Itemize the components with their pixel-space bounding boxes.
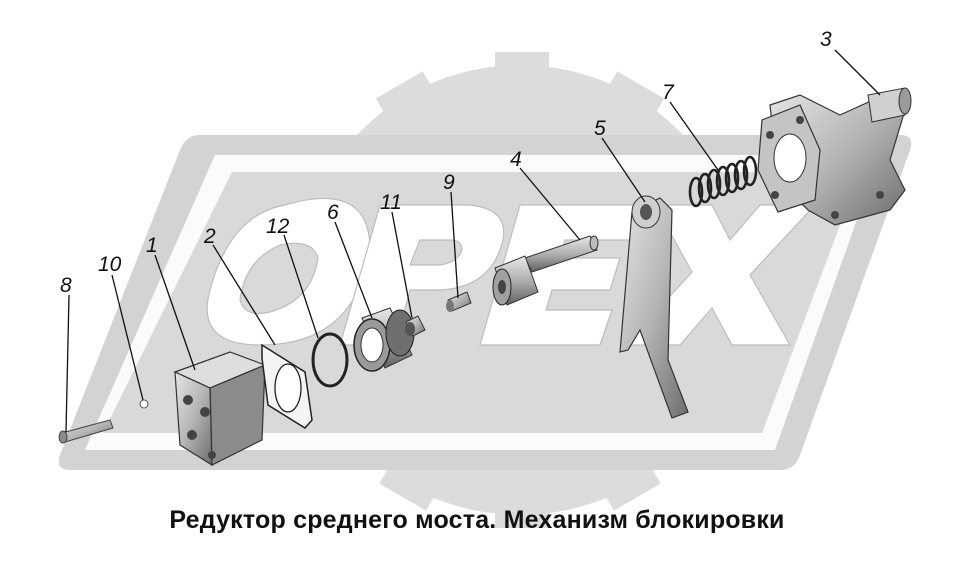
callout-1: 1: [146, 234, 158, 257]
callout-labels: 1 2 3 4 5 6 7 8 9 10 11 12: [60, 28, 832, 297]
callout-4: 4: [510, 148, 522, 171]
part-8-pin: [58, 419, 114, 444]
callout-2: 2: [203, 225, 216, 248]
part-12-o-ring: [311, 332, 349, 388]
callout-11: 11: [380, 191, 402, 214]
diagram-caption: Редуктор среднего моста. Механизм блокир…: [169, 506, 785, 534]
watermark-letters: [206, 197, 817, 346]
part-3-housing: [757, 87, 912, 226]
callout-7: 7: [662, 81, 675, 104]
part-4-rod: [492, 235, 599, 306]
leader-lines: [65, 49, 881, 433]
part-9-small-pin: [446, 291, 472, 312]
part-11-bushing: [405, 315, 426, 337]
part-1-cover: [173, 351, 267, 467]
callout-3: 3: [820, 28, 832, 51]
callout-6: 6: [327, 201, 339, 224]
callout-8: 8: [60, 274, 72, 297]
part-5-fork: [619, 195, 689, 419]
callout-5: 5: [594, 117, 606, 140]
callout-9: 9: [443, 171, 455, 194]
part-7-spring: [688, 155, 758, 208]
callout-12: 12: [266, 215, 290, 238]
callout-10: 10: [98, 253, 122, 276]
part-10-ball: [139, 399, 149, 409]
part-2-gasket: [261, 343, 313, 429]
